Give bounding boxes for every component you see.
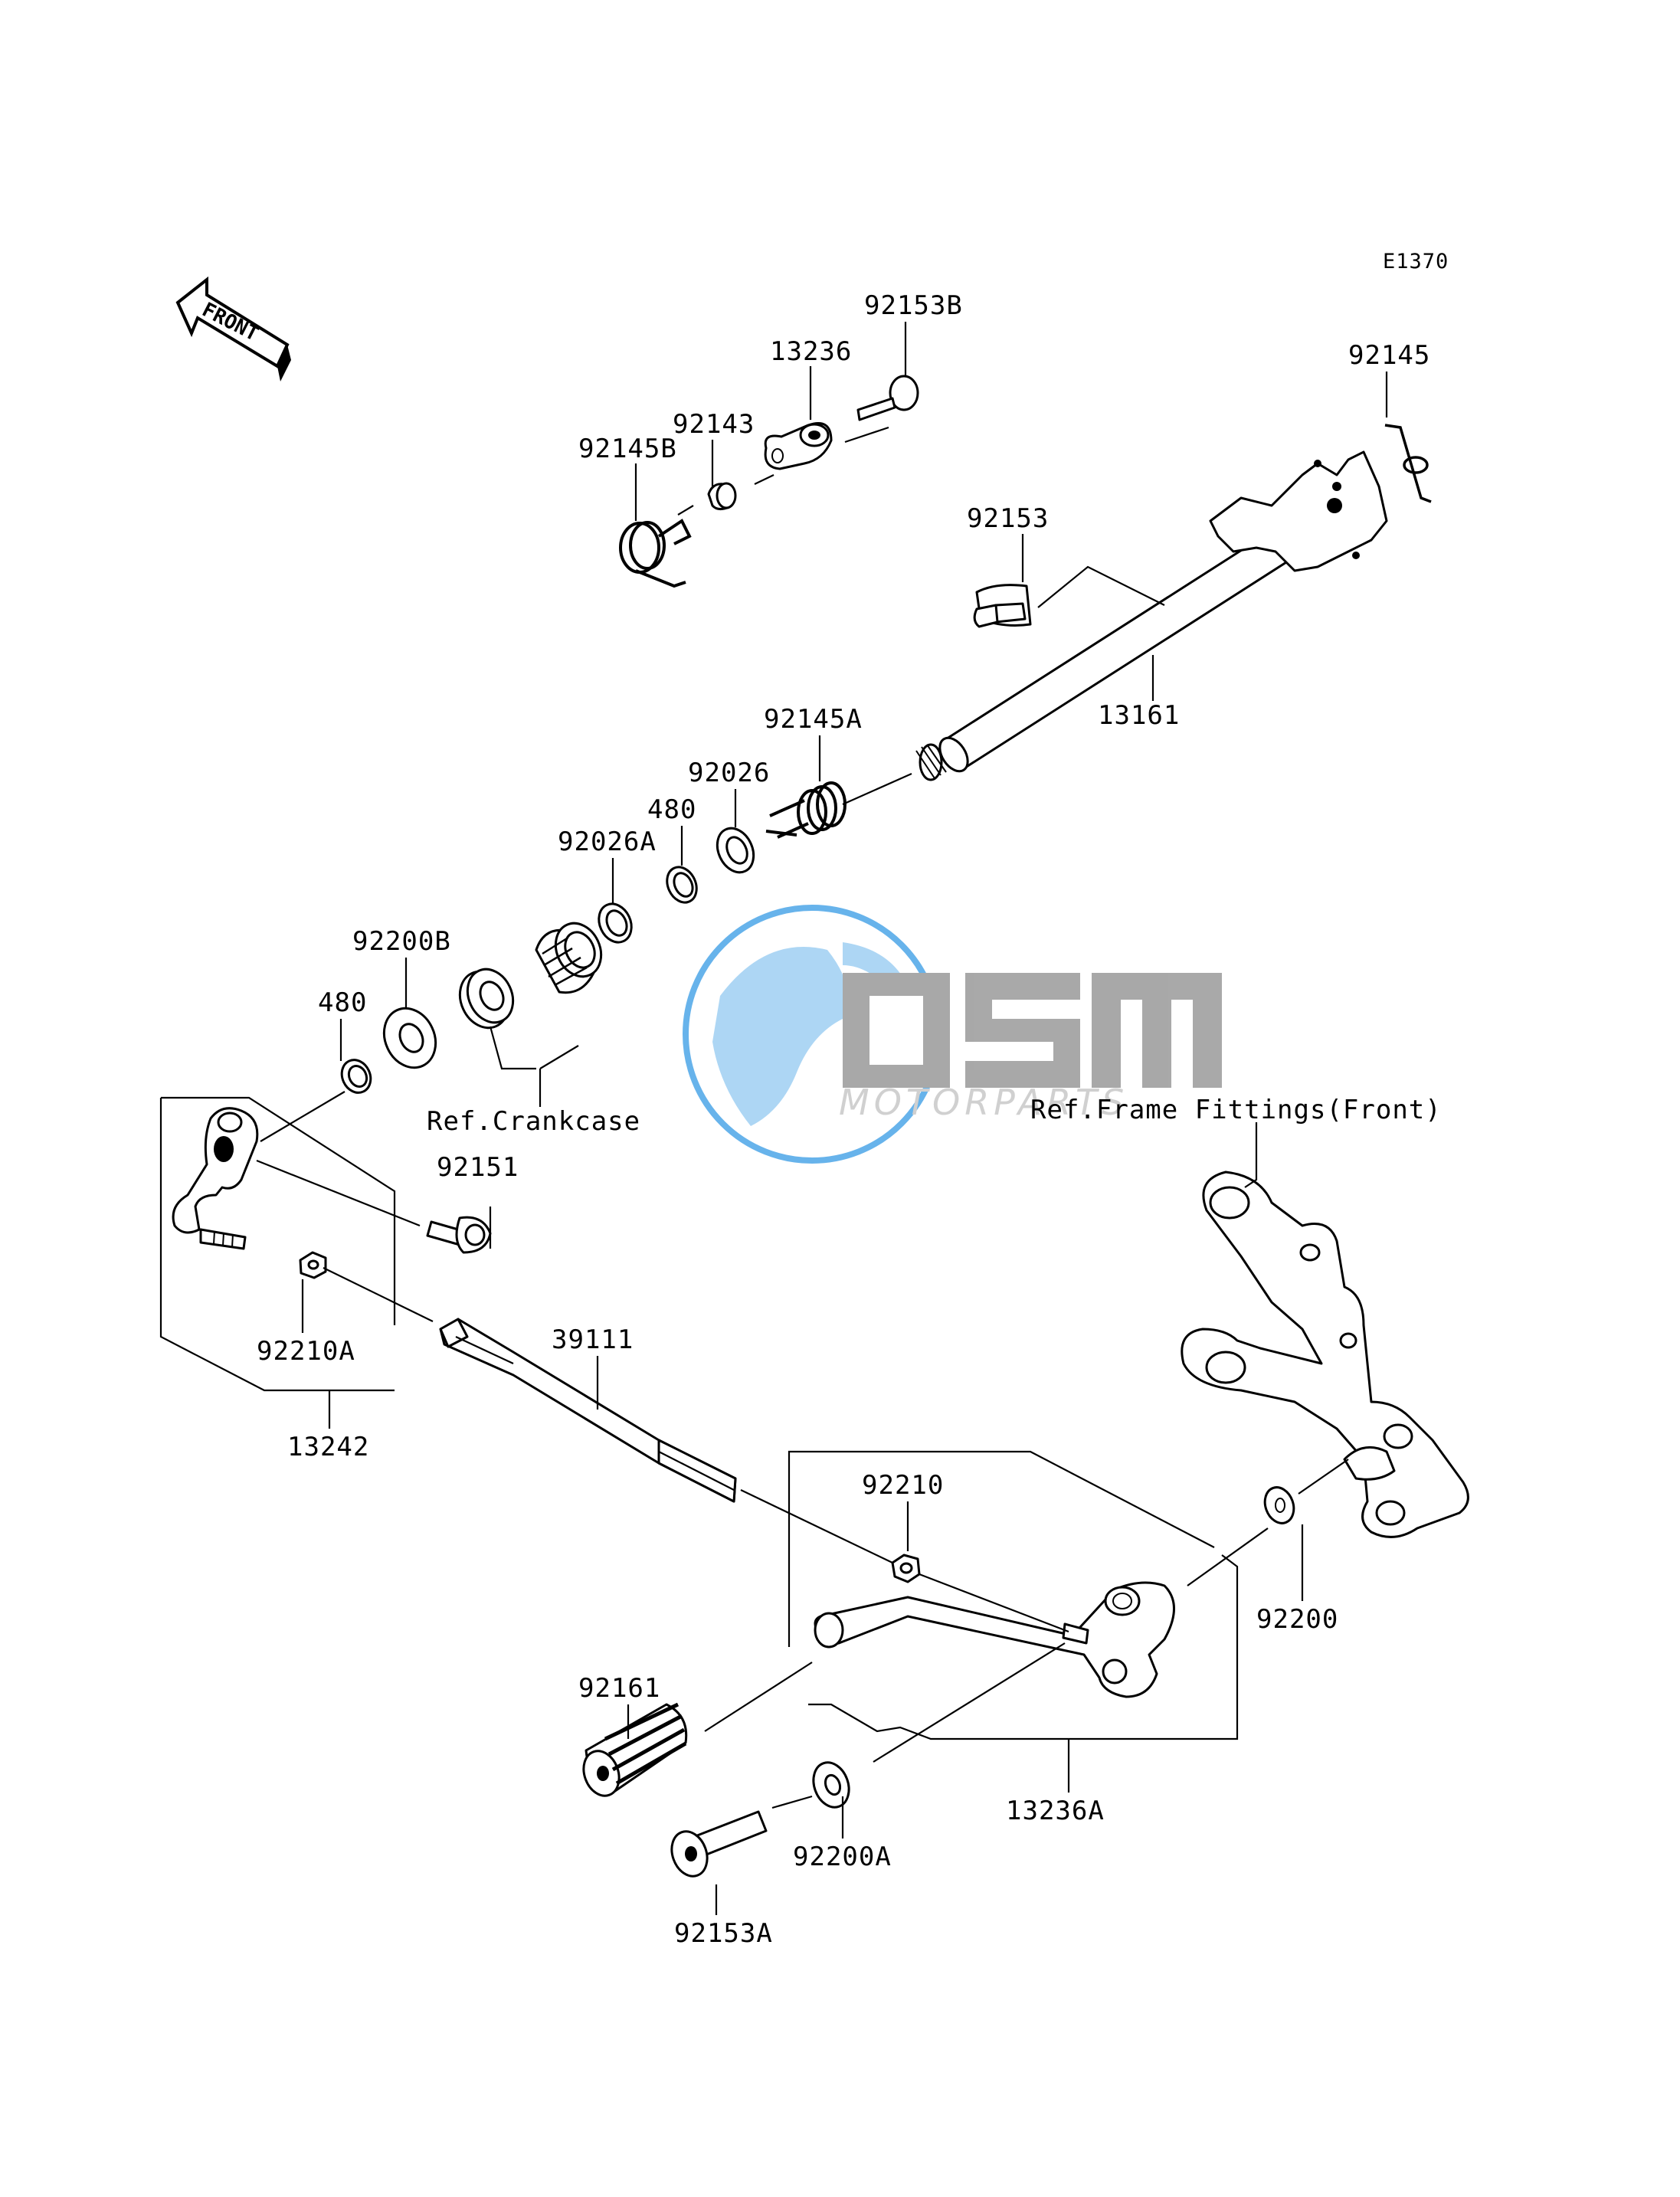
watermark-logo: MOTORPARTS [683,905,1222,1164]
part-labels: 92153B 13236 92143 92145B 92145 92153 13… [257,290,1442,1949]
watermark-subtitle: MOTORPARTS [839,1082,1128,1123]
circlip-480-top [666,866,698,904]
label-92145B: 92145B [578,434,677,464]
label-92026A: 92026A [558,827,657,857]
leader-lines [159,322,1388,1915]
label-92200: 92200 [1256,1604,1338,1635]
label-13161: 13161 [1098,700,1180,731]
diagram-code: E1370 [1383,250,1449,273]
label-92210A: 92210A [257,1336,355,1367]
frame-fitting [1181,1171,1469,1538]
shift-lever-13242 [172,1107,259,1250]
shift-shaft-13161 [915,450,1388,781]
tie-rod-39111 [439,1318,737,1503]
lever-13236 [764,422,833,470]
label-13236A: 13236A [1006,1796,1105,1826]
washer-92200A [812,1761,850,1809]
bolt-92151 [426,1216,492,1254]
washer-92200 [1263,1486,1295,1524]
label-92143: 92143 [673,409,755,440]
label-13242: 13242 [287,1432,369,1462]
collar-92143 [707,482,737,511]
oil-seal [458,968,515,1030]
nut-92210A [299,1251,327,1279]
label-92153B: 92153B [864,290,963,321]
washer-92200B [382,1007,437,1069]
spring-92145A [765,781,847,839]
ref-frame-fittings: Ref.Frame Fittings(Front) [1030,1095,1442,1125]
watermark-continent-shape [712,947,848,1126]
pedal-rubber-92161 [582,1702,688,1797]
bolt-92153 [973,584,1032,628]
washer-92026 [716,827,755,874]
nut-92210 [891,1554,921,1583]
label-92200A: 92200A [793,1842,892,1872]
label-92153: 92153 [967,503,1049,534]
label-92151: 92151 [437,1152,519,1183]
ref-crankcase: Ref.Crankcase [427,1106,640,1137]
bolt-92153A [670,1810,768,1878]
spring-92145B [619,519,692,588]
circlip-480-left [340,1059,372,1094]
clip-92145 [1384,424,1432,503]
bolt-92153B [856,375,919,421]
label-92210: 92210 [862,1470,944,1501]
shift-pedal-13236A [814,1581,1175,1698]
label-92026: 92026 [688,758,770,788]
label-39111: 39111 [552,1324,634,1355]
washer-92026A [598,902,633,944]
label-92153A: 92153A [674,1918,773,1949]
front-arrow-icon: FRONT [175,276,291,381]
label-92145A: 92145A [764,704,863,735]
watermark-letters [843,973,1222,1088]
label-92161: 92161 [578,1673,660,1704]
label-92145: 92145 [1348,340,1430,371]
needle-bearing [535,922,603,994]
label-13236: 13236 [770,336,852,367]
label-480-left: 480 [318,987,367,1018]
label-480-top: 480 [647,794,696,825]
label-92200B: 92200B [352,926,451,957]
